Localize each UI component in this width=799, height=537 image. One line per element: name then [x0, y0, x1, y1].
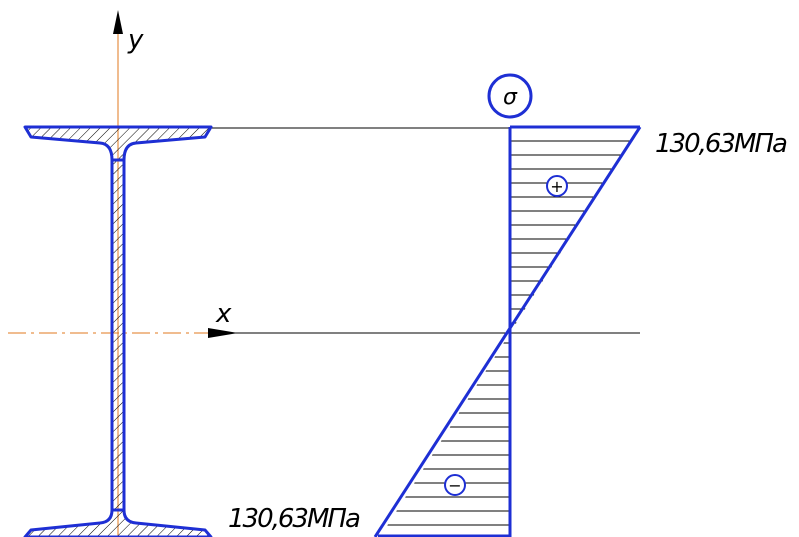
i-beam-bottom-flange: [23, 508, 213, 537]
epure-slope-line: [373, 126, 642, 537]
y-axis-label: y: [127, 25, 144, 55]
plus-sign-circle: [546, 175, 568, 197]
i-beam-web: [110, 158, 126, 512]
bottom-stress-value-label: 130,63МПа: [228, 504, 360, 534]
i-beam-top-flange: [23, 125, 213, 162]
plus-sign: +: [550, 177, 563, 196]
x-axis-label: x: [215, 299, 232, 329]
stress-epure: [373, 125, 642, 537]
minus-sign-circle: [444, 474, 466, 496]
minus-sign: −: [448, 476, 461, 495]
top-stress-value-label: 130,63МПа: [655, 129, 787, 159]
sigma-circle: [487, 73, 533, 119]
i-beam-profile: [23, 125, 213, 537]
y-axis-arrow-icon: [113, 10, 123, 34]
sigma-symbol: σ: [503, 85, 518, 110]
x-axis-arrow-icon: [208, 328, 238, 338]
